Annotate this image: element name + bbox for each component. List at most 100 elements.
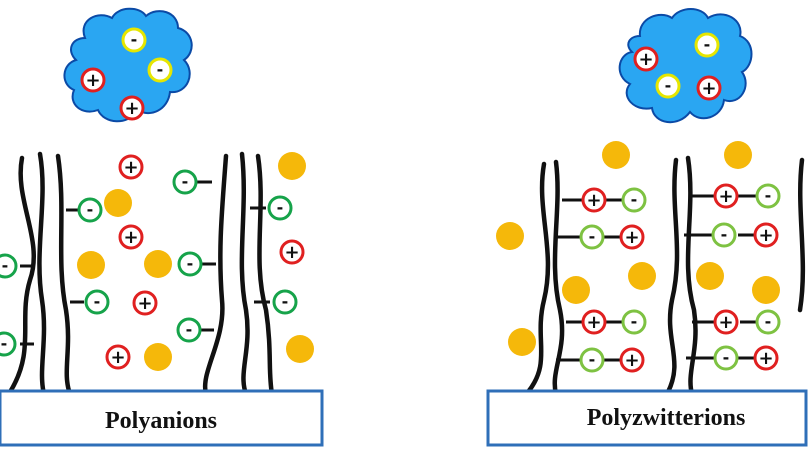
grafted-negative-charge: - xyxy=(177,251,203,277)
grafted-negative-charge: - xyxy=(272,289,298,315)
positive-sign: + xyxy=(110,347,125,368)
grafted-negative-charge: - xyxy=(0,253,18,279)
positive-sign: + xyxy=(718,186,733,207)
grafted-negative-charge: - xyxy=(0,331,17,357)
substrate-box xyxy=(0,389,324,447)
free-positive-ion: + xyxy=(118,154,144,180)
negative-sign: - xyxy=(131,30,138,49)
ion-layer: --++--++---------++++++--++--++--++--+ xyxy=(0,27,781,373)
negative-sign: - xyxy=(704,35,711,54)
negative-sign: - xyxy=(589,227,596,246)
zwitterion-negative: - xyxy=(711,222,737,248)
substrate-right: Polyzwitterions xyxy=(486,389,808,447)
zwitterion-negative: - xyxy=(579,224,605,250)
grafted-negative-charge: - xyxy=(77,197,103,223)
positive-sign: + xyxy=(624,227,639,248)
polymer-chains-right xyxy=(525,155,806,397)
positive-sign: + xyxy=(123,227,138,248)
cloud-positive-charge: + xyxy=(119,95,145,121)
polymer-chains-left xyxy=(7,151,275,397)
cloud-negative-charge: - xyxy=(147,57,173,83)
zwitterion-linkers-right xyxy=(556,194,756,362)
negative-sign: - xyxy=(765,186,772,205)
positive-sign: + xyxy=(85,70,100,91)
positive-sign: + xyxy=(701,78,716,99)
negative-sign: - xyxy=(182,172,189,191)
negative-sign: - xyxy=(157,60,164,79)
positive-sign: + xyxy=(284,242,299,263)
cloud-negative-charge: - xyxy=(694,32,720,58)
negative-sign: - xyxy=(282,292,289,311)
zwitterion-positive: + xyxy=(713,309,739,335)
counterion-dot xyxy=(724,141,752,169)
counterion-dot xyxy=(696,262,724,290)
positive-sign: + xyxy=(137,293,152,314)
counterion-dot xyxy=(628,262,656,290)
positive-sign: + xyxy=(624,350,639,371)
negative-sign: - xyxy=(186,320,193,339)
counterion-dot xyxy=(278,152,306,180)
negative-sign: - xyxy=(187,254,194,273)
zwitterion-positive: + xyxy=(713,183,739,209)
negative-sign: - xyxy=(723,348,730,367)
grafted-negative-charge: - xyxy=(176,317,202,343)
counterion-dot xyxy=(104,189,132,217)
counterion-dot xyxy=(144,250,172,278)
negative-sign: - xyxy=(765,312,772,331)
positive-sign: + xyxy=(123,157,138,178)
positive-sign: + xyxy=(638,49,653,70)
substrate-box xyxy=(486,389,808,447)
positive-sign: + xyxy=(718,312,733,333)
grafted-negative-charge: - xyxy=(84,289,110,315)
zwitterion-positive: + xyxy=(581,309,607,335)
cloud-positive-charge: + xyxy=(696,75,722,101)
zwitterion-negative: - xyxy=(713,345,739,371)
zwitterion-positive: + xyxy=(581,187,607,213)
free-positive-ion: + xyxy=(132,290,158,316)
free-positive-ion: + xyxy=(118,224,144,250)
negative-sign: - xyxy=(631,190,638,209)
counterion-dot xyxy=(602,141,630,169)
negative-sign: - xyxy=(721,225,728,244)
counterion-dot xyxy=(286,335,314,363)
free-positive-ion: + xyxy=(105,344,131,370)
negative-sign: - xyxy=(94,292,101,311)
counterion-dot xyxy=(562,276,590,304)
negative-sign: - xyxy=(2,256,9,275)
positive-sign: + xyxy=(124,98,139,119)
negative-sign: - xyxy=(1,334,8,353)
positive-sign: + xyxy=(586,312,601,333)
zwitterion-negative: - xyxy=(579,347,605,373)
positive-sign: + xyxy=(586,190,601,211)
panel-label-polyzwitterions: Polyzwitterions xyxy=(587,405,746,431)
negative-sign: - xyxy=(631,312,638,331)
cloud-positive-charge: + xyxy=(633,46,659,72)
zwitterion-negative: - xyxy=(621,309,647,335)
cloud-negative-charge: - xyxy=(655,73,681,99)
zwitterion-negative: - xyxy=(755,183,781,209)
negative-sign: - xyxy=(589,350,596,369)
counterion-dot xyxy=(508,328,536,356)
cloud-shape xyxy=(63,7,193,123)
positive-sign: + xyxy=(758,225,773,246)
counterion-dot xyxy=(77,251,105,279)
cloud-positive-charge: + xyxy=(80,67,106,93)
zwitterion-positive: + xyxy=(619,347,645,373)
counterion-dot xyxy=(144,343,172,371)
zwitterion-negative: - xyxy=(755,309,781,335)
grafted-negative-charge: - xyxy=(172,169,198,195)
counterion-dot xyxy=(752,276,780,304)
zwitterion-positive: + xyxy=(753,345,779,371)
positive-sign: + xyxy=(758,348,773,369)
protein-cloud-left xyxy=(63,7,193,123)
panel-label-polyanions: Polyanions xyxy=(105,408,217,434)
zwitterion-positive: + xyxy=(619,224,645,250)
zwitterion-positive: + xyxy=(753,222,779,248)
grafted-negative-charge: - xyxy=(267,195,293,221)
negative-sign: - xyxy=(87,200,94,219)
counterion-dot xyxy=(496,222,524,250)
negative-sign: - xyxy=(665,76,672,95)
substrate-left: Polyanions xyxy=(0,389,324,447)
negative-sign: - xyxy=(277,198,284,217)
